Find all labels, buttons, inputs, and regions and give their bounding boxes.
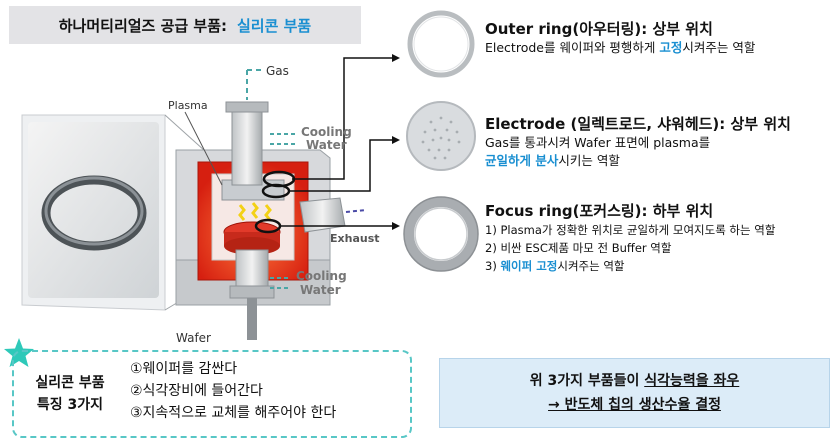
exhaust-label: Exhaust <box>330 232 380 245</box>
outer-ring-connector <box>292 57 398 180</box>
electrode-line-2-highlight: 균일하게 분사 <box>485 153 559 168</box>
gas-label: Gas <box>266 64 289 78</box>
plasma-sparks <box>238 202 272 221</box>
outer-ring-arrowhead <box>392 54 400 62</box>
gas-pipe <box>225 69 269 186</box>
cooling-water-top-label-2: Water <box>306 138 347 152</box>
focus-ring-heading: Focus ring(포커스링): 하부 위치 <box>485 202 714 220</box>
features-list: ①웨이퍼를 감싼다 ②식각장비에 들어간다 ③지속적으로 교체를 해주어야 한다 <box>130 358 336 424</box>
feature-item: ③지속적으로 교체를 해주어야 한다 <box>130 405 337 421</box>
plasma-label: Plasma <box>168 99 208 112</box>
outer-ring-thumbnail <box>407 10 475 78</box>
focus-ring-line-3-after: 시켜주는 역할 <box>557 259 625 273</box>
electrode-connector <box>288 139 398 192</box>
outer-ring-description: Outer ring(아우터링): 상부 위치 Electrode를 웨이퍼와 … <box>485 18 755 57</box>
cooling-water-top-arrows <box>270 133 296 145</box>
electrode-line-2-after: 시키는 역할 <box>558 153 620 168</box>
electrode-arrowhead <box>392 136 400 144</box>
feature-item: ①웨이퍼를 감싼다 <box>130 361 238 377</box>
electrode-line-1-before: Gas를 통과시켜 Wafer 표면에 plasma를 <box>485 135 711 150</box>
focus-ring-arrowhead <box>392 222 400 230</box>
exhaust-pipe <box>299 197 367 233</box>
electrode-line-2: 균일하게 분사시키는 역할 <box>485 152 791 170</box>
focus-ring-thumbnail <box>403 196 479 272</box>
etch-chamber-diagram: Gas Plasma Cooling Water Exhaust Cooling… <box>21 54 400 345</box>
focus-ring-line-3: 3) 웨이퍼 고정시켜주는 역할 <box>485 257 775 275</box>
cooling-water-bottom-arrows <box>270 277 290 289</box>
electrode-thumbnail <box>406 101 476 171</box>
outer-ring-line-1-after: 시켜주는 역할 <box>682 40 756 55</box>
focus-ring-line-3-before: 3) <box>485 259 501 273</box>
feature-item: ②식각장비에 들어간다 <box>130 383 263 399</box>
focus-ring-line-3-highlight: 웨이퍼 고정 <box>500 259 558 273</box>
features-label: 실리콘 부품 특징 3가지 <box>24 372 116 416</box>
cooling-water-top-label-1: Cooling <box>301 125 352 139</box>
summary-box: 위 3가지 부품들이 식각능력을 좌우 → 반도체 칩의 생산수율 결정 <box>439 358 830 428</box>
title-highlight: 실리콘 부품 <box>237 16 312 35</box>
features-label-line-2: 특징 3가지 <box>36 397 104 413</box>
focus-ring-line-1-before: 1) Plasma가 정확한 위치로 균일하게 모여지도록 하는 역할 <box>485 223 776 237</box>
focus-ring-description: Focus ring(포커스링): 하부 위치 1) Plasma가 정확한 위… <box>485 200 775 275</box>
features-box: 실리콘 부품 특징 3가지 ①웨이퍼를 감싼다 ②식각장비에 들어간다 ③지속적… <box>12 350 412 438</box>
ring-photo-panel <box>21 114 216 311</box>
features-label-line-1: 실리콘 부품 <box>35 375 105 391</box>
electrode-line-1: Gas를 통과시켜 Wafer 표면에 plasma를 <box>485 134 791 152</box>
focus-ring-line-2: 2) 비싼 ESC제품 마모 전 Buffer 역할 <box>485 239 775 257</box>
cooling-water-bottom-label-1: Cooling <box>296 269 347 283</box>
electrode-description: Electrode (일렉트로드, 샤워헤드): 상부 위치 Gas를 통과시켜… <box>485 113 791 170</box>
summary-line-2: → 반도체 칩의 생산수율 결정 <box>548 397 721 413</box>
focus-ring-line-1: 1) Plasma가 정확한 위치로 균일하게 모여지도록 하는 역할 <box>485 221 775 239</box>
summary-line-1-underlined: 식각능력을 좌우 <box>644 373 740 389</box>
summary-line-1: 위 3가지 부품들이 식각능력을 좌우 <box>530 369 740 393</box>
electrode-heading: Electrode (일렉트로드, 샤워헤드): 상부 위치 <box>485 115 791 133</box>
outer-ring-line-1-highlight: 고정 <box>659 40 683 55</box>
outer-ring-line-1: Electrode를 웨이퍼와 평행하게 고정시켜주는 역할 <box>485 39 755 57</box>
cooling-water-bottom-label-2: Water <box>300 283 341 297</box>
wafer-chuck <box>223 221 281 340</box>
title-box: 하나머티리얼즈 공급 부품: 실리콘 부품 <box>9 6 361 44</box>
outer-ring-line-1-before: Electrode를 웨이퍼와 평행하게 <box>485 40 660 55</box>
wafer-label: Wafer <box>176 331 211 345</box>
outer-ring-heading: Outer ring(아우터링): 상부 위치 <box>485 20 713 38</box>
title-prefix: 하나머티리얼즈 공급 부품: <box>58 16 227 35</box>
summary-line-1-before: 위 3가지 부품들이 <box>529 373 645 389</box>
focus-ring-line-2-before: 2) 비싼 ESC제품 마모 전 Buffer 역할 <box>485 241 672 255</box>
